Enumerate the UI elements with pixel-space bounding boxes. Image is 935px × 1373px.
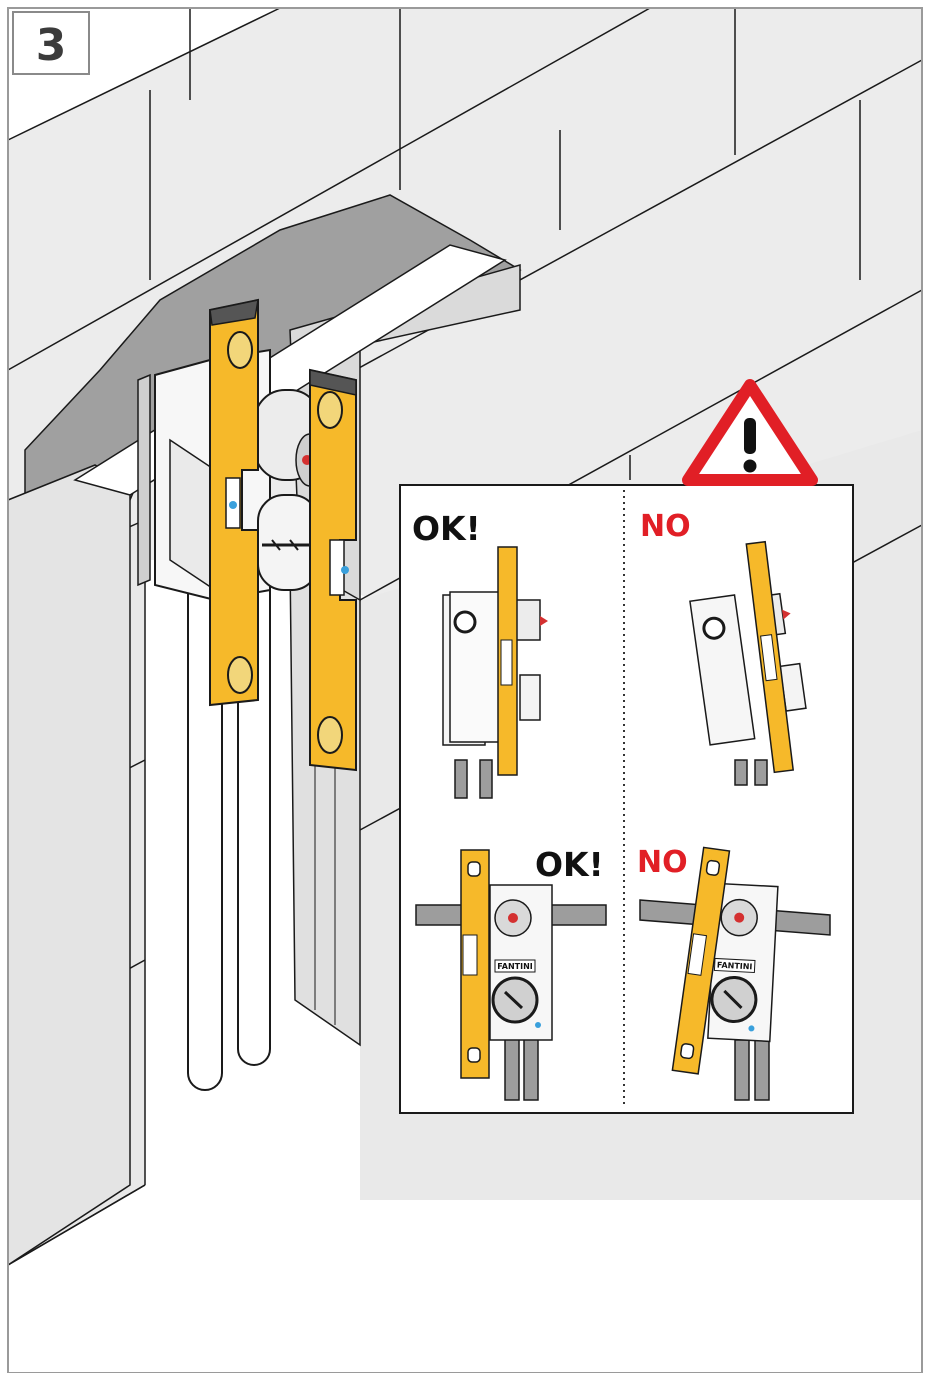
no-front-view: FANTINI [639, 846, 831, 1101]
step-badge: 3 [12, 11, 90, 75]
no-label-bottom: NO [637, 845, 688, 880]
no-side-view [689, 540, 807, 786]
brand-label-ok: FANTINI [497, 962, 533, 971]
brand-label-no: FANTINI [717, 961, 753, 972]
spirit-level-right [309, 368, 357, 772]
ok-label-top: OK! [412, 509, 481, 548]
ok-side-view [442, 546, 548, 799]
spirit-level-left [209, 298, 259, 707]
comparison-inset: OK! NO OK! NO [399, 484, 854, 1114]
page-border [7, 7, 923, 1373]
no-label-top: NO [640, 509, 691, 544]
step-number: 3 [36, 20, 67, 71]
ok-front-view: FANTINI [415, 849, 607, 1101]
ok-label-bottom: OK! [535, 845, 604, 884]
warning-triangle-icon [682, 379, 818, 486]
